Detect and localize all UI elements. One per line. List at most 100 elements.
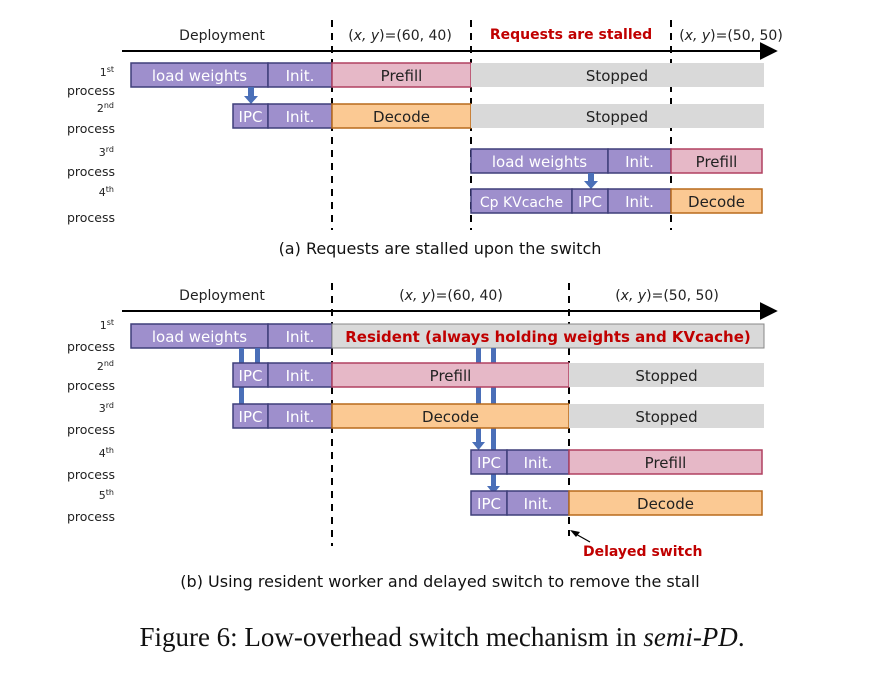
svg-text:Prefill: Prefill bbox=[645, 454, 687, 472]
svg-text:2nd: 2nd bbox=[97, 359, 114, 373]
block-b-r2-init: Init. bbox=[267, 362, 333, 388]
svg-text:Init.: Init. bbox=[524, 454, 553, 472]
svg-text:3rd: 3rd bbox=[99, 401, 114, 415]
svg-text:IPC: IPC bbox=[239, 108, 263, 126]
svg-text:IPC: IPC bbox=[239, 408, 263, 426]
svg-text:Resident (always holding weigh: Resident (always holding weights and KVc… bbox=[345, 328, 751, 346]
row-label-a-4: 4th process bbox=[67, 185, 115, 225]
ipc-arrow-a-2 bbox=[584, 173, 598, 189]
svg-text:IPC: IPC bbox=[578, 193, 602, 211]
svg-text:process: process bbox=[67, 467, 115, 482]
row-label-b-2: 2nd process bbox=[67, 359, 115, 393]
svg-text:4th: 4th bbox=[99, 446, 114, 460]
svg-text:process: process bbox=[67, 164, 115, 179]
label-xy-50-50: (x, y)=(50, 50) bbox=[679, 28, 783, 44]
block-a-r4-ipc: IPC bbox=[571, 188, 609, 214]
delayed-switch-pointer bbox=[570, 530, 591, 543]
block-a-r3-prefill: Prefill bbox=[670, 148, 763, 174]
block-a-r2-init: Init. bbox=[267, 103, 333, 129]
svg-text:Prefill: Prefill bbox=[696, 153, 738, 171]
block-b-r5-ipc: IPC bbox=[470, 490, 508, 516]
svg-text:Init.: Init. bbox=[625, 193, 654, 211]
row-label-a-2: 2nd process bbox=[67, 101, 115, 136]
panel-b: Deployment (x, y)=(60, 40) (x, y)=(50, 5… bbox=[67, 283, 778, 591]
svg-text:3rd: 3rd bbox=[99, 145, 114, 159]
block-b-r4-init: Init. bbox=[506, 449, 570, 475]
svg-text:Stopped: Stopped bbox=[586, 108, 648, 126]
block-a-r1-init: Init. bbox=[267, 62, 333, 88]
svg-text:Prefill: Prefill bbox=[430, 367, 472, 385]
svg-text:Init.: Init. bbox=[524, 495, 553, 513]
svg-text:Init.: Init. bbox=[286, 67, 315, 85]
block-a-r3-init: Init. bbox=[607, 148, 672, 174]
svg-text:Stopped: Stopped bbox=[635, 408, 697, 426]
svg-text:process: process bbox=[67, 121, 115, 136]
svg-text:process: process bbox=[67, 422, 115, 437]
row-label-a-3: 3rd process bbox=[67, 145, 115, 179]
svg-text:4th: 4th bbox=[99, 185, 114, 199]
row-label-b-5: 5th process bbox=[67, 488, 115, 524]
svg-text:Cp KVcache: Cp KVcache bbox=[480, 195, 563, 211]
caption-emphasis: semi-PD bbox=[643, 622, 738, 652]
label-requests-stalled: Requests are stalled bbox=[490, 27, 652, 43]
svg-text:Decode: Decode bbox=[688, 193, 745, 211]
svg-text:process: process bbox=[67, 339, 115, 354]
label-xy-60-40: (x, y)=(60, 40) bbox=[348, 28, 452, 44]
block-a-r4-cp-kvcache: Cp KVcache bbox=[470, 188, 573, 214]
svg-text:Stopped: Stopped bbox=[586, 67, 648, 85]
svg-text:Decode: Decode bbox=[422, 408, 479, 426]
label-delayed-switch: Delayed switch bbox=[583, 544, 702, 560]
subtitle-a: (a) Requests are stalled upon the switch bbox=[279, 239, 602, 258]
panel-a: Deployment (x, y)=(60, 40) Requests are … bbox=[67, 20, 783, 258]
block-a-r1-load-weights: load weights bbox=[130, 62, 269, 88]
block-a-r1-prefill: Prefill bbox=[331, 62, 472, 88]
svg-text:Init.: Init. bbox=[286, 328, 315, 346]
svg-text:process: process bbox=[67, 83, 115, 98]
svg-text:1st: 1st bbox=[100, 65, 114, 79]
svg-text:Decode: Decode bbox=[637, 495, 694, 513]
svg-text:load weights: load weights bbox=[152, 328, 247, 346]
block-b-r4-prefill: Prefill bbox=[568, 449, 763, 475]
svg-text:Init.: Init. bbox=[625, 153, 654, 171]
block-b-r3-decode: Decode bbox=[331, 403, 570, 429]
ipc-arrow-a-1 bbox=[244, 87, 258, 104]
block-b-r4-ipc: IPC bbox=[470, 449, 508, 475]
svg-text:IPC: IPC bbox=[477, 495, 501, 513]
block-a-r2-decode: Decode bbox=[331, 103, 472, 129]
svg-text:load weights: load weights bbox=[492, 153, 587, 171]
row-label-b-1: 1st process bbox=[67, 318, 115, 354]
svg-text:load weights: load weights bbox=[152, 67, 247, 85]
block-b-r5-decode: Decode bbox=[568, 490, 763, 516]
block-b-r2-ipc: IPC bbox=[232, 362, 269, 388]
block-a-r4-init: Init. bbox=[607, 188, 672, 214]
svg-text:Stopped: Stopped bbox=[635, 367, 697, 385]
svg-text:IPC: IPC bbox=[477, 454, 501, 472]
label-deployment-b: Deployment bbox=[179, 288, 265, 304]
block-b-r3-ipc: IPC bbox=[232, 403, 269, 429]
row-label-b-4: 4th process bbox=[67, 446, 115, 482]
block-a-r2-ipc: IPC bbox=[232, 103, 269, 129]
svg-text:2nd: 2nd bbox=[97, 101, 114, 115]
label-xy-50-50-b: (x, y)=(50, 50) bbox=[615, 288, 719, 304]
block-b-r1-resident: Resident (always holding weights and KVc… bbox=[331, 323, 765, 349]
block-b-r2-prefill: Prefill bbox=[331, 362, 570, 388]
row-label-b-3: 3rd process bbox=[67, 401, 115, 437]
block-a-r4-decode: Decode bbox=[670, 188, 763, 214]
block-a-r1-stopped: Stopped bbox=[471, 63, 764, 87]
block-b-r5-init: Init. bbox=[506, 490, 570, 516]
block-b-r1-init: Init. bbox=[267, 323, 333, 349]
label-deployment: Deployment bbox=[179, 28, 265, 44]
label-xy-60-40-b: (x, y)=(60, 40) bbox=[399, 288, 503, 304]
svg-text:IPC: IPC bbox=[239, 367, 263, 385]
svg-text:process: process bbox=[67, 210, 115, 225]
svg-text:1st: 1st bbox=[100, 318, 114, 332]
block-b-r3-init: Init. bbox=[267, 403, 333, 429]
row-label-a-1: 1st process bbox=[67, 65, 115, 98]
block-a-r3-load-weights: load weights bbox=[470, 148, 609, 174]
svg-text:Init.: Init. bbox=[286, 408, 315, 426]
svg-text:5th: 5th bbox=[99, 488, 114, 502]
svg-text:Decode: Decode bbox=[373, 108, 430, 126]
subtitle-b: (b) Using resident worker and delayed sw… bbox=[180, 572, 699, 591]
svg-text:Prefill: Prefill bbox=[381, 67, 423, 85]
